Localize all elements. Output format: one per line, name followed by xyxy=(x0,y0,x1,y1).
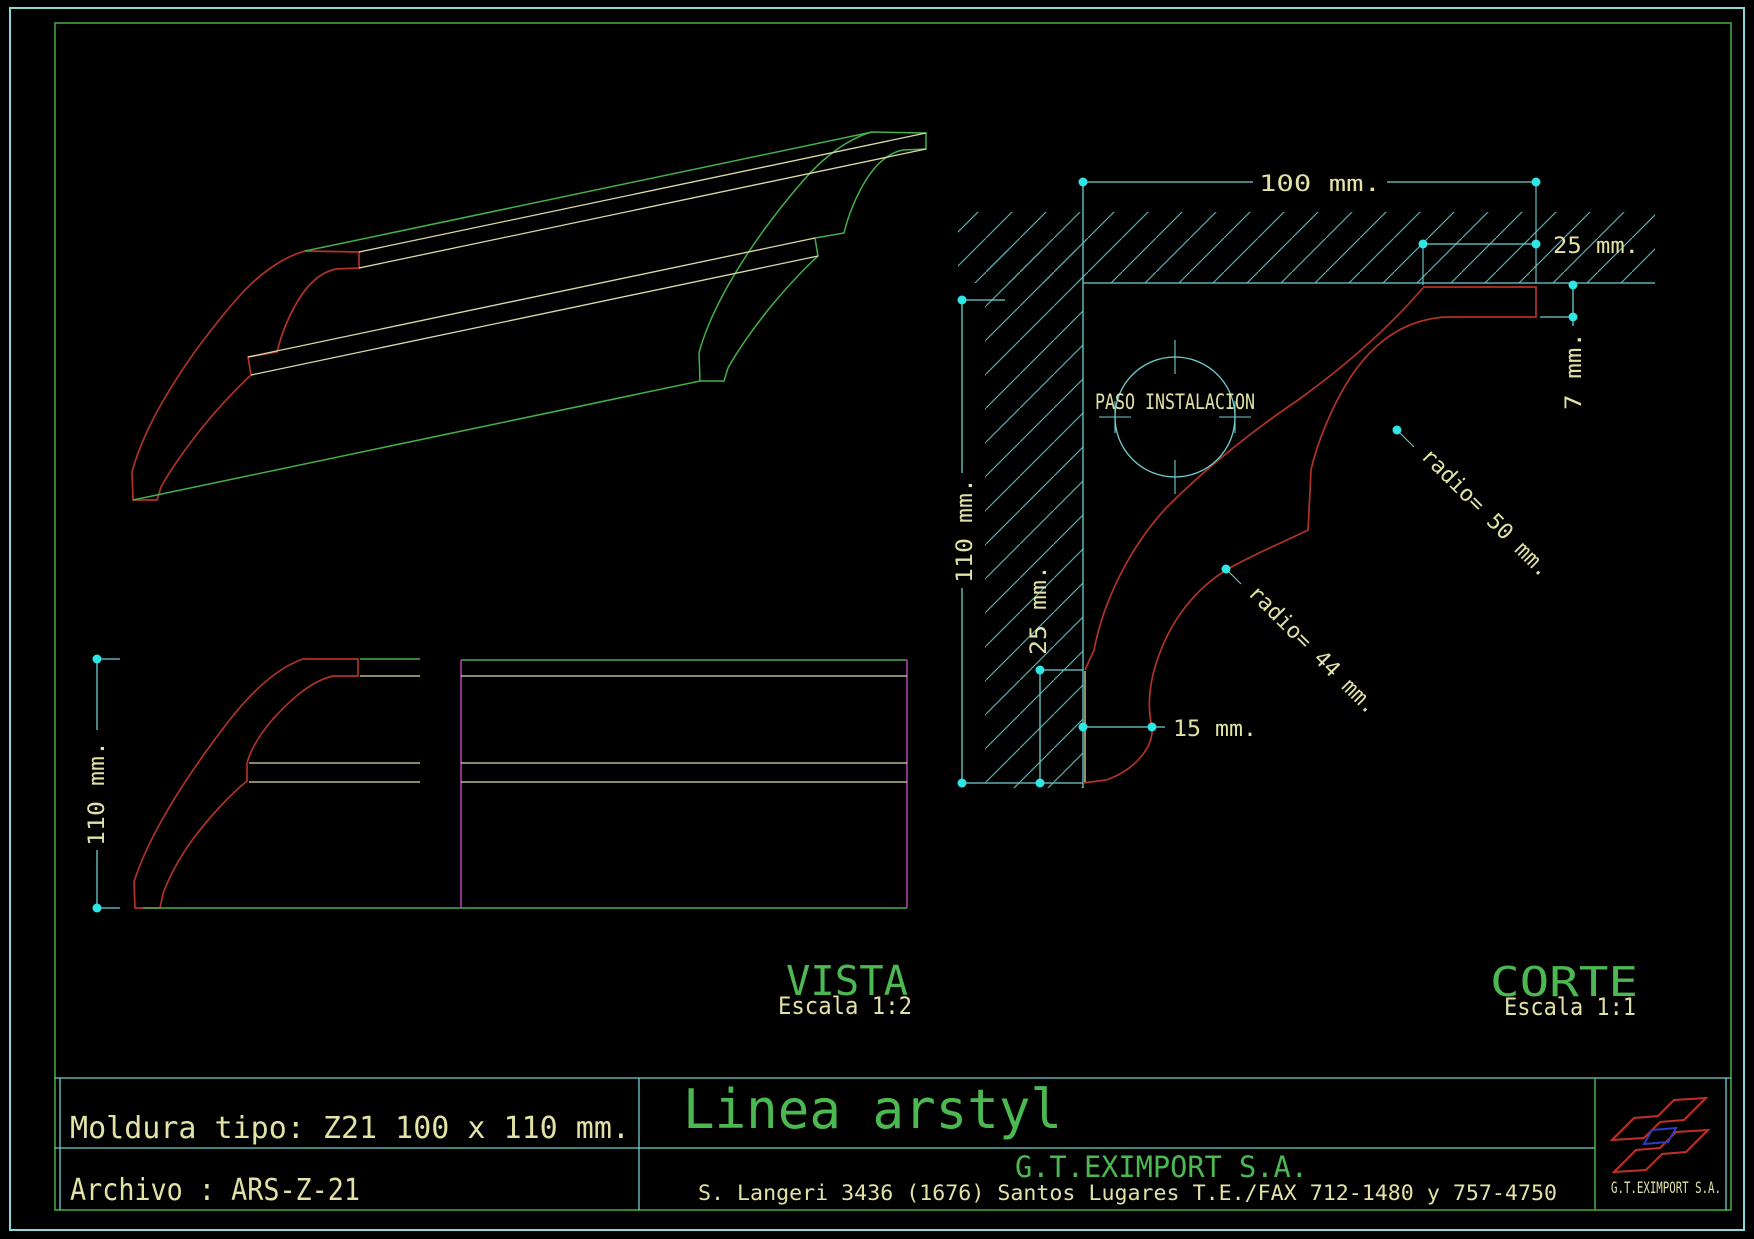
title-block: Moldura tipo: Z21 100 x 110 mm. Archivo … xyxy=(55,1077,1731,1210)
logo-blue-diamond xyxy=(1642,1126,1678,1146)
archivo-field: Archivo : ARS-Z-21 xyxy=(70,1173,360,1208)
corte-title: CORTE xyxy=(1490,958,1638,1006)
logo-lower-hook xyxy=(1611,1128,1711,1174)
paso-instalacion-hole: PASO INSTALACION xyxy=(1095,340,1255,494)
corte-dim-7: 7 mm. xyxy=(1540,280,1587,410)
corte-dim-15: 15 mm. xyxy=(1078,717,1257,742)
corte-radius-50-label: radio= 50 mm. xyxy=(1416,444,1555,583)
vista-front-rectangle xyxy=(460,659,908,908)
hole-circle xyxy=(1114,356,1236,478)
iso-bottom-silhouette-edge xyxy=(132,380,701,501)
corte-view: PASO INSTALACION 100 mm. 25 mm. 7 mm. xyxy=(953,172,1655,1021)
wall-hatch xyxy=(985,250,1083,788)
corte-dim-100-label: 100 mm. xyxy=(1259,172,1381,197)
corte-radius-44: radio= 44 mm. xyxy=(1221,564,1382,720)
product-line-title: Linea arstyl xyxy=(683,1078,1062,1141)
corte-radius-44-label: radio= 44 mm. xyxy=(1243,581,1382,720)
vista-dim-110-label: 110 mm. xyxy=(85,741,110,846)
corte-dim-25-wall-label: 25 mm. xyxy=(1027,565,1052,655)
corte-dim-100: 100 mm. xyxy=(1078,172,1541,283)
paso-instalacion-label: PASO INSTALACION xyxy=(1095,390,1255,414)
isometric-view xyxy=(131,131,927,501)
corte-dim-110: 110 mm. xyxy=(953,295,1083,788)
iso-lip-edge xyxy=(358,148,927,269)
corte-dim-25-top: 25 mm. xyxy=(1418,234,1639,285)
inner-frame xyxy=(54,22,1732,1211)
corte-dim-15-label: 15 mm. xyxy=(1173,717,1257,742)
sheet-frames xyxy=(9,7,1745,1231)
logo-upper-hook xyxy=(1609,1096,1709,1142)
corte-dim-25-top-label: 25 mm. xyxy=(1553,234,1639,259)
company-logo: G.T.EXIMPORT S.A. xyxy=(1609,1096,1721,1197)
corte-dim-110-label: 110 mm. xyxy=(953,478,978,583)
iso-far-profile xyxy=(698,131,927,382)
iso-step-bottom-edge xyxy=(250,255,819,376)
company-address: S. Langeri 3436 (1676) Santos Lugares T.… xyxy=(698,1181,1557,1205)
iso-top-front-edge xyxy=(358,132,927,253)
company-name: G.T.EXIMPORT S.A. xyxy=(1015,1150,1308,1184)
corte-scale: Escala 1:1 xyxy=(1504,993,1636,1021)
moldura-tipo-field: Moldura tipo: Z21 100 x 110 mm. xyxy=(70,1111,630,1146)
outer-frame xyxy=(9,7,1745,1231)
iso-top-silhouette-edge xyxy=(304,131,873,252)
vista-title: VISTA xyxy=(786,957,908,1005)
vista-scale: Escala 1:2 xyxy=(778,992,912,1020)
iso-step-top-edge xyxy=(247,237,816,358)
logo-caption: G.T.EXIMPORT S.A. xyxy=(1611,1178,1721,1197)
corte-dim-25-wall: 25 mm. xyxy=(1027,565,1083,788)
corte-radius-50: radio= 50 mm. xyxy=(1392,425,1555,583)
vista-view: 110 mm. VISTA Escala 1:2 xyxy=(85,654,912,1020)
corte-dim-7-label: 7 mm. xyxy=(1562,332,1587,410)
vista-profile xyxy=(133,658,359,909)
corte-profile-back xyxy=(1084,287,1424,671)
vista-dim-110: 110 mm. xyxy=(85,654,120,913)
iso-near-profile xyxy=(131,250,360,501)
